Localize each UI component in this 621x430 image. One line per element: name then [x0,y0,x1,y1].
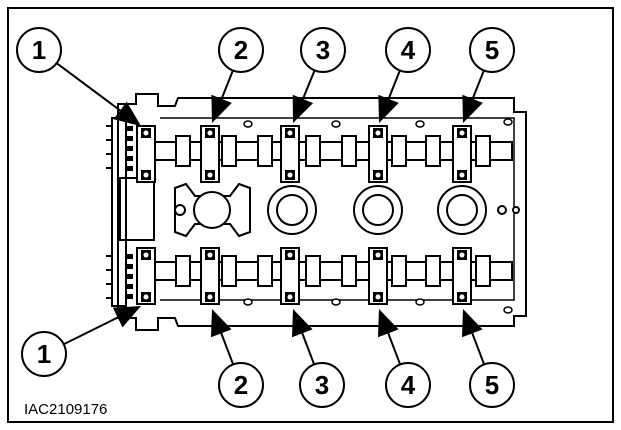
upper-camshaft [149,135,513,167]
bearing-cap-lower-2 [200,247,220,305]
bearing-cap-upper-5 [452,125,472,183]
timing-chain [127,126,133,299]
bearing-cap-lower-4 [368,247,388,305]
bearing-cap-upper-1 [136,125,156,183]
callout-bottom-4: 4 [377,309,431,408]
bearing-cap-upper-4 [368,125,388,183]
callout-top-3: 3 [292,27,346,123]
callouts: 1 2 3 4 5 1 2 3 4 5 [16,27,515,408]
callout-bottom-3: 3 [291,309,345,408]
callout-bottom-1-label: 1 [37,339,51,369]
lower-camshaft [149,255,513,287]
spark-plug-bores [174,182,520,238]
callout-bottom-2-label: 2 [234,370,248,400]
callout-bottom-5-label: 5 [485,370,499,400]
figure-id-label: IAC2109176 [24,401,107,418]
callout-top-3-label: 3 [316,35,330,65]
bearing-cap-upper-2 [200,125,220,183]
callout-top-4: 4 [378,27,431,123]
callout-top-1-label: 1 [32,35,46,65]
callout-top-2-label: 2 [234,35,248,65]
callout-top-1: 1 [16,27,141,126]
bearing-cap-lower-3 [280,247,300,305]
bearing-caps [136,125,472,305]
callout-bottom-3-label: 3 [315,370,329,400]
bearing-cap-lower-1 [136,247,156,305]
callout-top-5: 5 [462,27,515,123]
bolt-holes [243,118,513,314]
callout-bottom-4-label: 4 [401,370,416,400]
callout-top-5-label: 5 [485,35,499,65]
bearing-cap-lower-5 [452,247,472,305]
callout-bottom-1: 1 [21,306,141,377]
callout-bottom-5: 5 [461,309,515,408]
bearing-cap-upper-3 [280,125,300,183]
callout-top-4-label: 4 [401,35,416,65]
callout-top-2: 2 [211,27,264,123]
callout-bottom-2: 2 [210,309,264,408]
